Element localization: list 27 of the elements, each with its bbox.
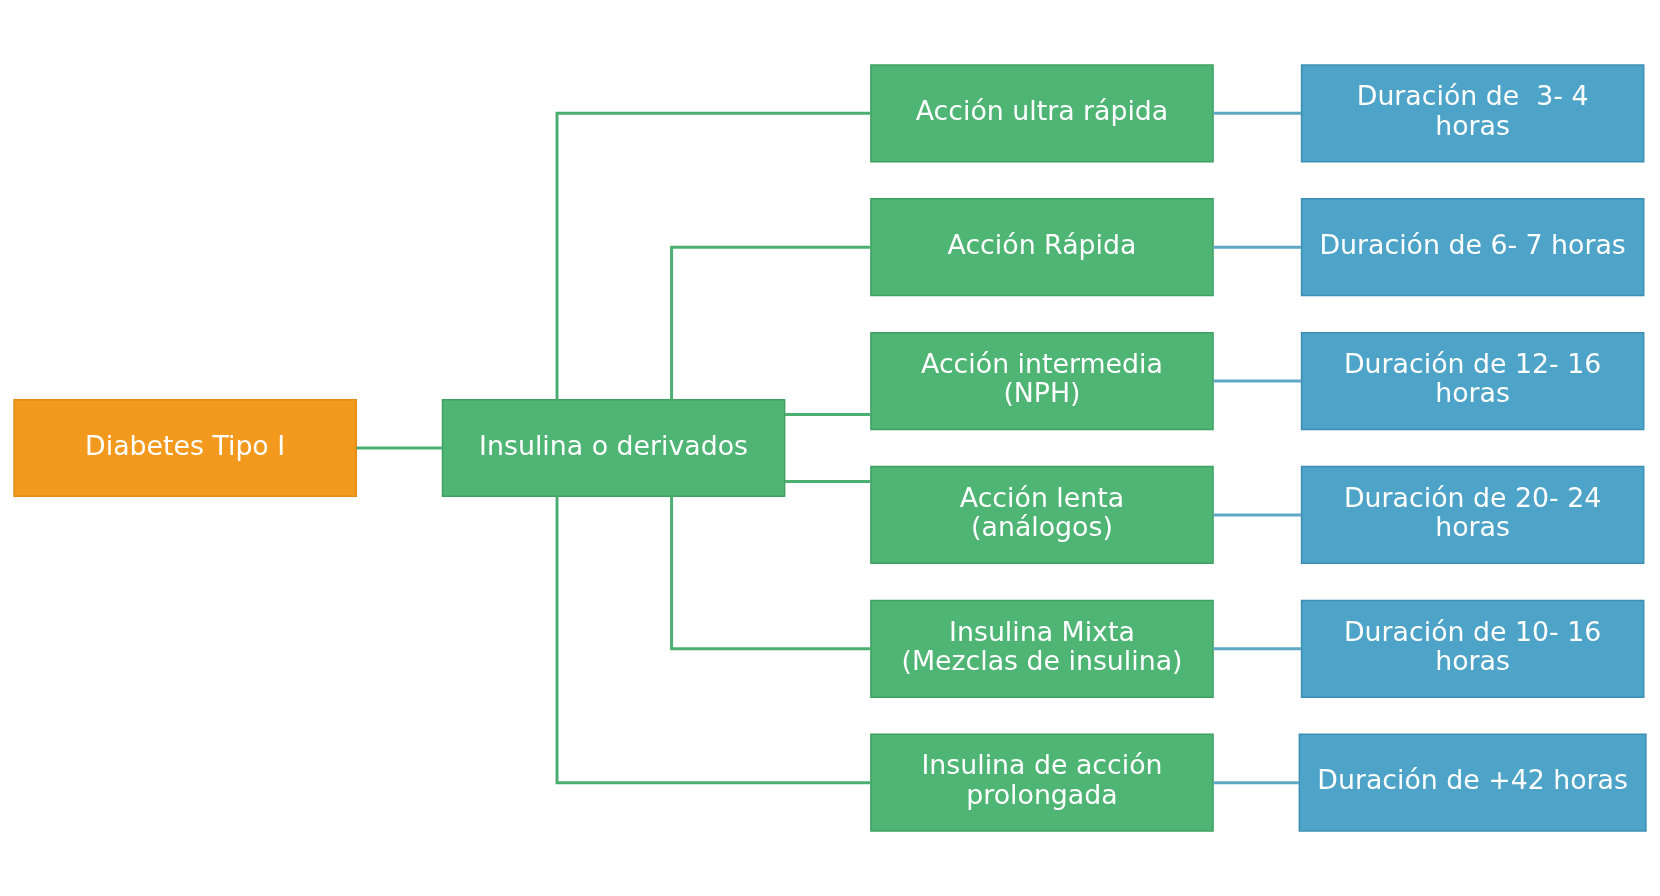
- connector: [784, 413, 871, 416]
- node-box: Duración de 10- 16 horas: [1300, 599, 1645, 698]
- connector: [784, 480, 871, 483]
- node-box: Acción Rápida: [870, 198, 1214, 297]
- node-box: Diabetes Tipo I: [13, 398, 357, 498]
- connector: [555, 111, 871, 400]
- node-box: Duración de 6- 7 horas: [1300, 198, 1645, 297]
- node-box: Duración de 20- 24 horas: [1300, 465, 1645, 565]
- connector: [1213, 245, 1302, 249]
- connector: [1213, 111, 1302, 115]
- connector: [670, 496, 871, 651]
- node-box: Acción ultra rápida: [870, 64, 1214, 163]
- node-box: Duración de 12- 16 horas: [1300, 331, 1645, 431]
- connector: [555, 496, 871, 785]
- node-box: Insulina Mixta (Mezclas de insulina): [870, 599, 1214, 698]
- node-box: Duración de 3- 4 horas: [1300, 64, 1645, 163]
- connector: [1213, 379, 1302, 383]
- node-box: Acción intermedia (NPH): [870, 331, 1214, 431]
- connector: [1213, 513, 1302, 517]
- connector: [1213, 647, 1302, 651]
- node-box: Duración de +42 horas: [1298, 733, 1647, 832]
- connector: [1213, 781, 1299, 785]
- node-box: Insulina o derivados: [441, 398, 786, 498]
- connector: [356, 446, 442, 450]
- node-box: Insulina de acción prolongada: [870, 733, 1214, 832]
- node-box: Acción lenta (análogos): [870, 465, 1214, 565]
- connector: [670, 245, 871, 400]
